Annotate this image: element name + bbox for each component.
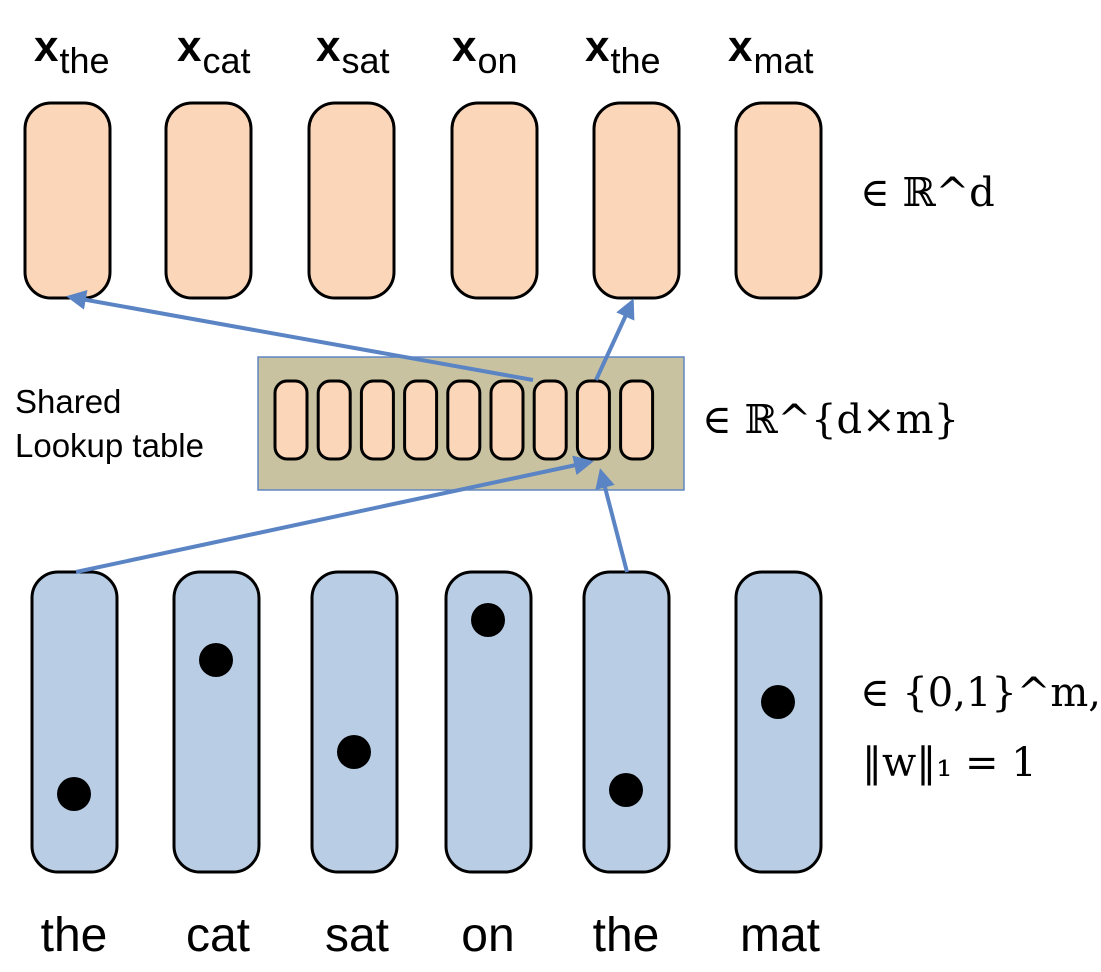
embedding-vector-6 xyxy=(734,101,823,300)
lookup-table-cell xyxy=(446,379,482,461)
embedding-label-3: xsat xyxy=(316,22,390,81)
one-hot-dot xyxy=(609,773,643,807)
diagram: xthe xcat xsat xon xthe xmat xyxy=(15,22,1101,962)
lookup-table-cells xyxy=(273,379,655,461)
diagram-graphics xyxy=(23,101,823,874)
input-word-4: on xyxy=(461,909,515,962)
one-hot-dot xyxy=(57,777,91,811)
embedding-vector-4 xyxy=(450,101,539,300)
embedding-label-6: xmat xyxy=(728,22,814,81)
one-hot-vector-3 xyxy=(310,570,399,874)
arrows xyxy=(66,289,635,574)
one-hot-dots xyxy=(57,603,795,811)
one-hot-norm-label: ‖w‖₁ = 1 xyxy=(862,740,1037,786)
lookup-table-cell xyxy=(273,379,309,461)
arrow-the2-to-table xyxy=(595,468,629,573)
lookup-table-label-line1: Shared xyxy=(15,383,122,420)
one-hot-vector-5 xyxy=(582,570,671,874)
one-hot-space-label: ∈ {0,1}^m, xyxy=(860,670,1101,716)
one-hot-vector-1 xyxy=(30,570,119,874)
lookup-table-label: Shared Lookup table xyxy=(15,380,204,468)
lookup-table-cell xyxy=(489,379,525,461)
lookup-table-cell xyxy=(619,379,655,461)
embedding-vector-5 xyxy=(592,101,681,300)
lookup-table xyxy=(257,356,685,491)
one-hot-dot xyxy=(337,735,371,769)
lookup-table-label-line2: Lookup table xyxy=(15,427,204,464)
one-hot-dot xyxy=(471,603,505,637)
arrow-table-to-x-the2 xyxy=(594,298,635,381)
one-hot-dot xyxy=(761,685,795,719)
lookup-table-cell xyxy=(403,379,439,461)
lookup-table-cell xyxy=(359,379,395,461)
arrow-the-to-table xyxy=(75,455,594,574)
embedding-label-4: xon xyxy=(452,22,518,81)
one-hot-vectors xyxy=(30,570,823,874)
embedding-vectors xyxy=(23,101,823,300)
one-hot-vector-2 xyxy=(172,570,261,874)
embedding-vector-3 xyxy=(307,101,396,300)
lookup-table-cell xyxy=(316,379,352,461)
lookup-table-cell xyxy=(532,379,568,461)
embedding-label-1: xthe xyxy=(34,22,110,81)
input-word-5: the xyxy=(592,909,660,962)
input-word-6: mat xyxy=(739,909,820,962)
one-hot-vector-6 xyxy=(734,570,823,874)
embedding-space-label: ∈ ℝ^d xyxy=(860,170,995,216)
embedding-label-5: xthe xyxy=(585,22,661,81)
embedding-vector-2 xyxy=(164,101,253,300)
input-word-1: the xyxy=(40,909,108,962)
one-hot-dot xyxy=(199,643,233,677)
one-hot-vector-4 xyxy=(444,570,533,874)
arrow-table-to-x-the xyxy=(66,289,534,382)
lookup-table-space-label: ∈ ℝ^{d×m} xyxy=(702,397,960,443)
lookup-table-cell xyxy=(575,379,611,461)
embedding-vector-1 xyxy=(23,101,112,300)
embedding-label-2: xcat xyxy=(177,22,251,81)
input-word-3: sat xyxy=(324,909,390,962)
input-word-2: cat xyxy=(185,909,251,962)
